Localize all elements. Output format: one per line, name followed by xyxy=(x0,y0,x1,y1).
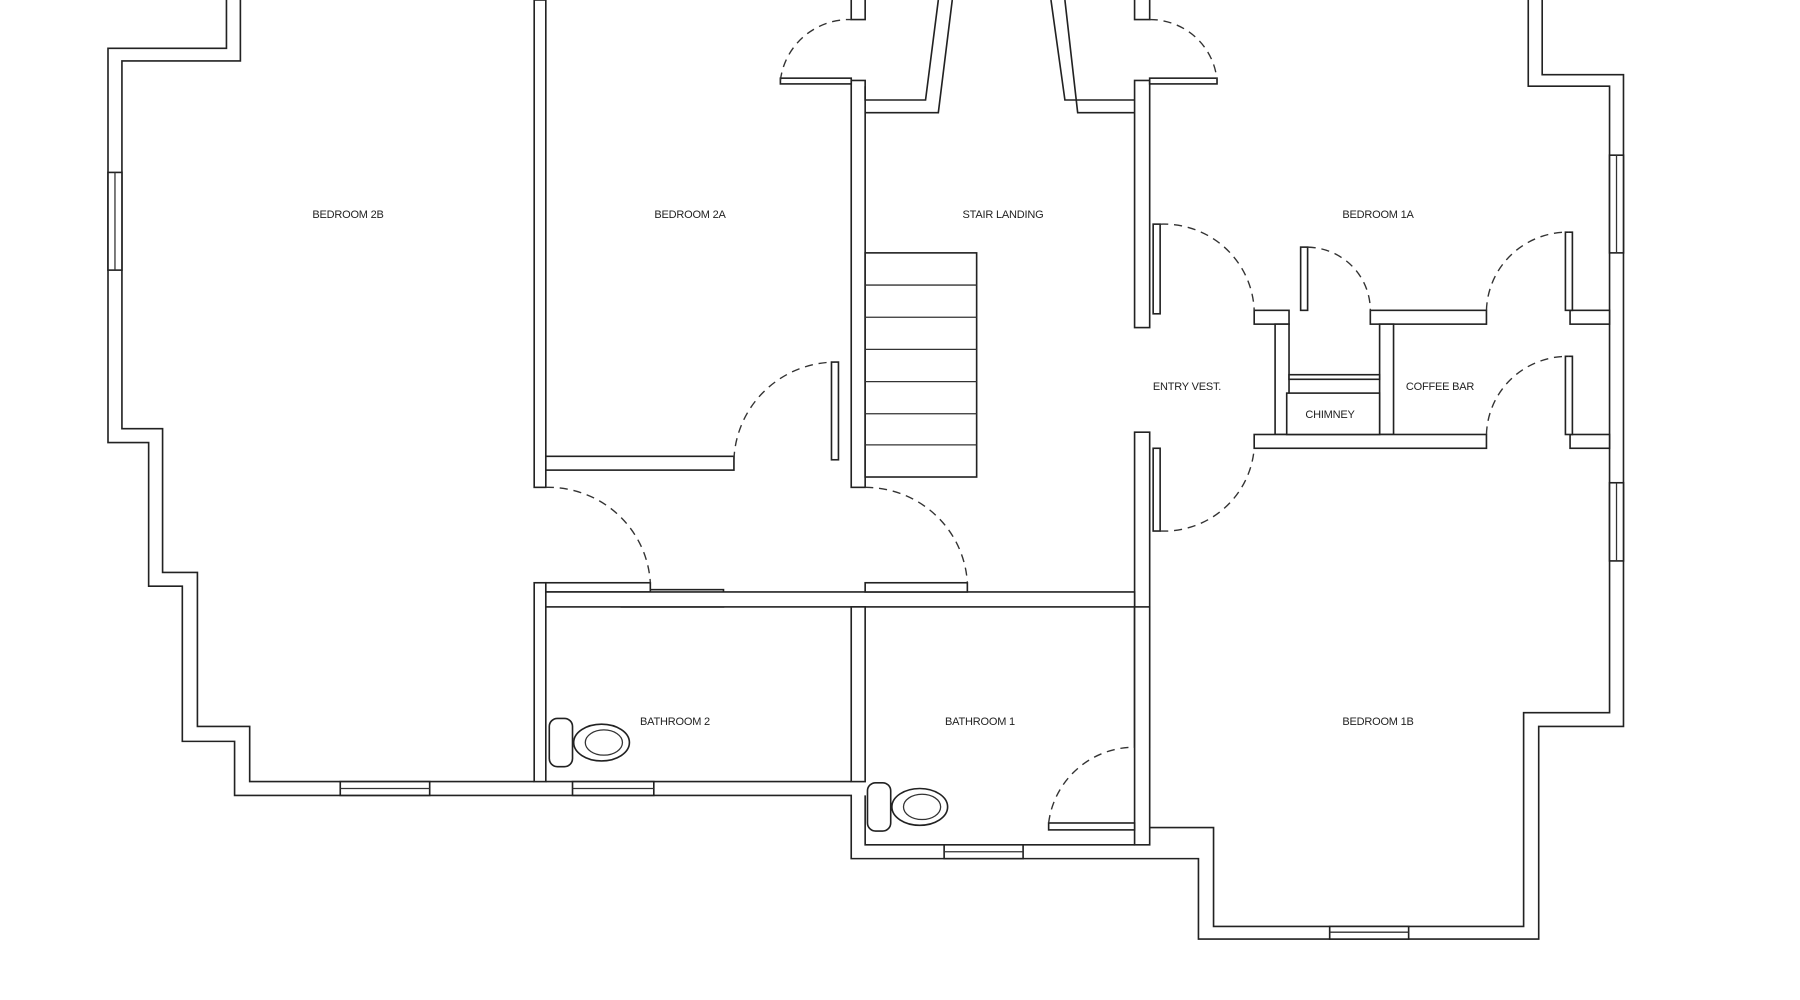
room-label-entry-vest: ENTRY VEST. xyxy=(1152,381,1222,393)
chimney-box xyxy=(1285,392,1381,436)
windows xyxy=(107,154,1625,940)
room-label-coffee-bar: COFFEE BAR xyxy=(1405,381,1475,393)
room-label-bathroom-1: BATHROOM 1 xyxy=(945,716,1015,728)
door-swings xyxy=(545,18,1569,824)
room-label-chimney: CHIMNEY xyxy=(1305,409,1355,421)
room-label-bedroom-2b: BEDROOM 2B xyxy=(312,209,384,221)
room-label-stair-landing: STAIR LANDING xyxy=(962,209,1044,221)
toilet-icon xyxy=(548,717,631,768)
room-label-bedroom-1b: BEDROOM 1B xyxy=(1342,716,1414,728)
toilet-icon xyxy=(866,781,949,832)
staircase xyxy=(864,252,978,478)
room-label-bedroom-1a: BEDROOM 1A xyxy=(1342,209,1414,221)
room-label-bathroom-2: BATHROOM 2 xyxy=(640,716,710,728)
interior-walls xyxy=(533,0,1611,846)
room-label-bedroom-2a: BEDROOM 2A xyxy=(654,209,726,221)
